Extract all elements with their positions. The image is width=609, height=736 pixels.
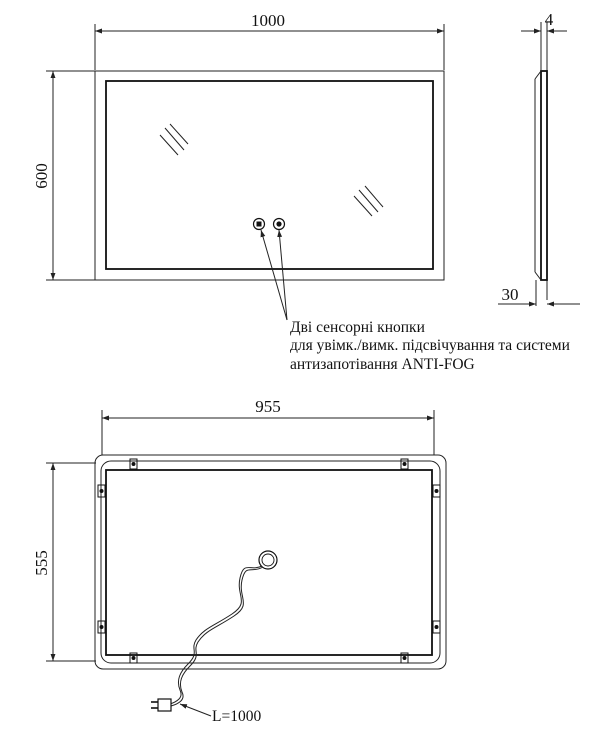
mounting-clip-bottom-right <box>400 652 409 664</box>
power-plug-icon <box>151 698 172 712</box>
thickness-dimension-label: 4 <box>545 10 554 29</box>
back-view: 955 555 <box>32 397 447 725</box>
touch-button-right <box>272 217 286 231</box>
leader-line-left <box>260 229 288 321</box>
mounting-clip-left-upper <box>97 484 106 498</box>
mounting-clip-right-lower <box>432 620 441 634</box>
mirror-led-border <box>105 80 434 270</box>
back-height-dimension-label: 555 <box>32 550 51 576</box>
power-cable-second-strand <box>170 566 264 707</box>
back-outer-frame <box>94 454 447 670</box>
width-dimension-label: 1000 <box>251 11 285 30</box>
reflection-marks-right <box>353 185 384 217</box>
mirror-side-profile <box>540 70 548 281</box>
height-dimension-label: 600 <box>32 163 51 189</box>
depth-dimension-label: 30 <box>502 285 519 304</box>
cable-length-leader <box>179 703 212 717</box>
annotation-line-1: Дві сенсорні кнопки <box>290 319 425 336</box>
front-view: 1000 600 Дв <box>32 11 570 373</box>
mounting-clip-top-left <box>129 458 138 470</box>
mounting-clip-bottom-left <box>129 652 138 664</box>
power-cable <box>169 565 263 705</box>
mounting-clip-right-upper <box>432 484 441 498</box>
side-view: 4 30 <box>498 10 580 307</box>
power-connector <box>258 550 278 570</box>
touch-button-left <box>252 217 266 231</box>
back-width-dimension-label: 955 <box>255 397 281 416</box>
back-rounded-edge <box>100 460 441 664</box>
back-panel <box>105 469 433 656</box>
profile-chamfer-bottom <box>534 271 542 281</box>
annotation-line-3: антизапотівання ANTI-FOG <box>290 356 475 373</box>
profile-chamfer-top <box>534 70 542 80</box>
reflection-marks-left <box>159 123 189 156</box>
cable-length-label: L=1000 <box>212 708 261 725</box>
mounting-clip-left-lower <box>97 620 106 634</box>
mirror-outline <box>94 70 445 281</box>
mounting-clip-top-right <box>400 458 409 470</box>
annotation-line-2: для увімк./вимк. підсвічування та систем… <box>290 337 570 354</box>
leader-line-right <box>277 229 288 321</box>
